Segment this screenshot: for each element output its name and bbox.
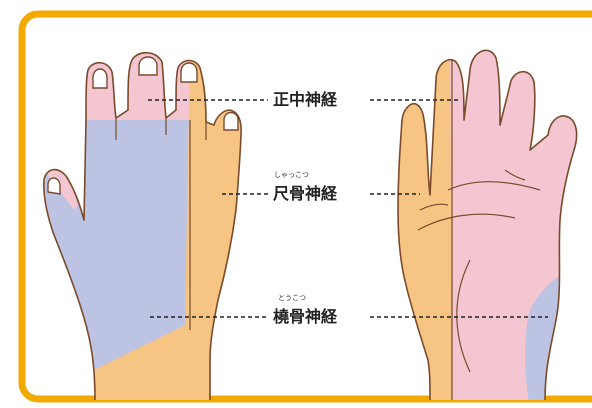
ulnar-nerve-ruby: しゃっこつ <box>274 171 309 179</box>
palm-hand-outline <box>397 49 578 401</box>
back-hand-outline <box>43 51 242 401</box>
radial-area-back <box>90 52 242 400</box>
palm-creases <box>417 60 541 400</box>
ulnar-nerve-label: 尺骨神経 <box>271 184 340 203</box>
fingernails <box>47 56 239 195</box>
radial-nerve-label: 橈骨神経 <box>271 307 340 326</box>
pointer-lines <box>148 99 548 318</box>
radial-nerve-ruby: とうこつ <box>278 294 306 302</box>
median-nerve-label: 正中神経 <box>271 90 340 109</box>
